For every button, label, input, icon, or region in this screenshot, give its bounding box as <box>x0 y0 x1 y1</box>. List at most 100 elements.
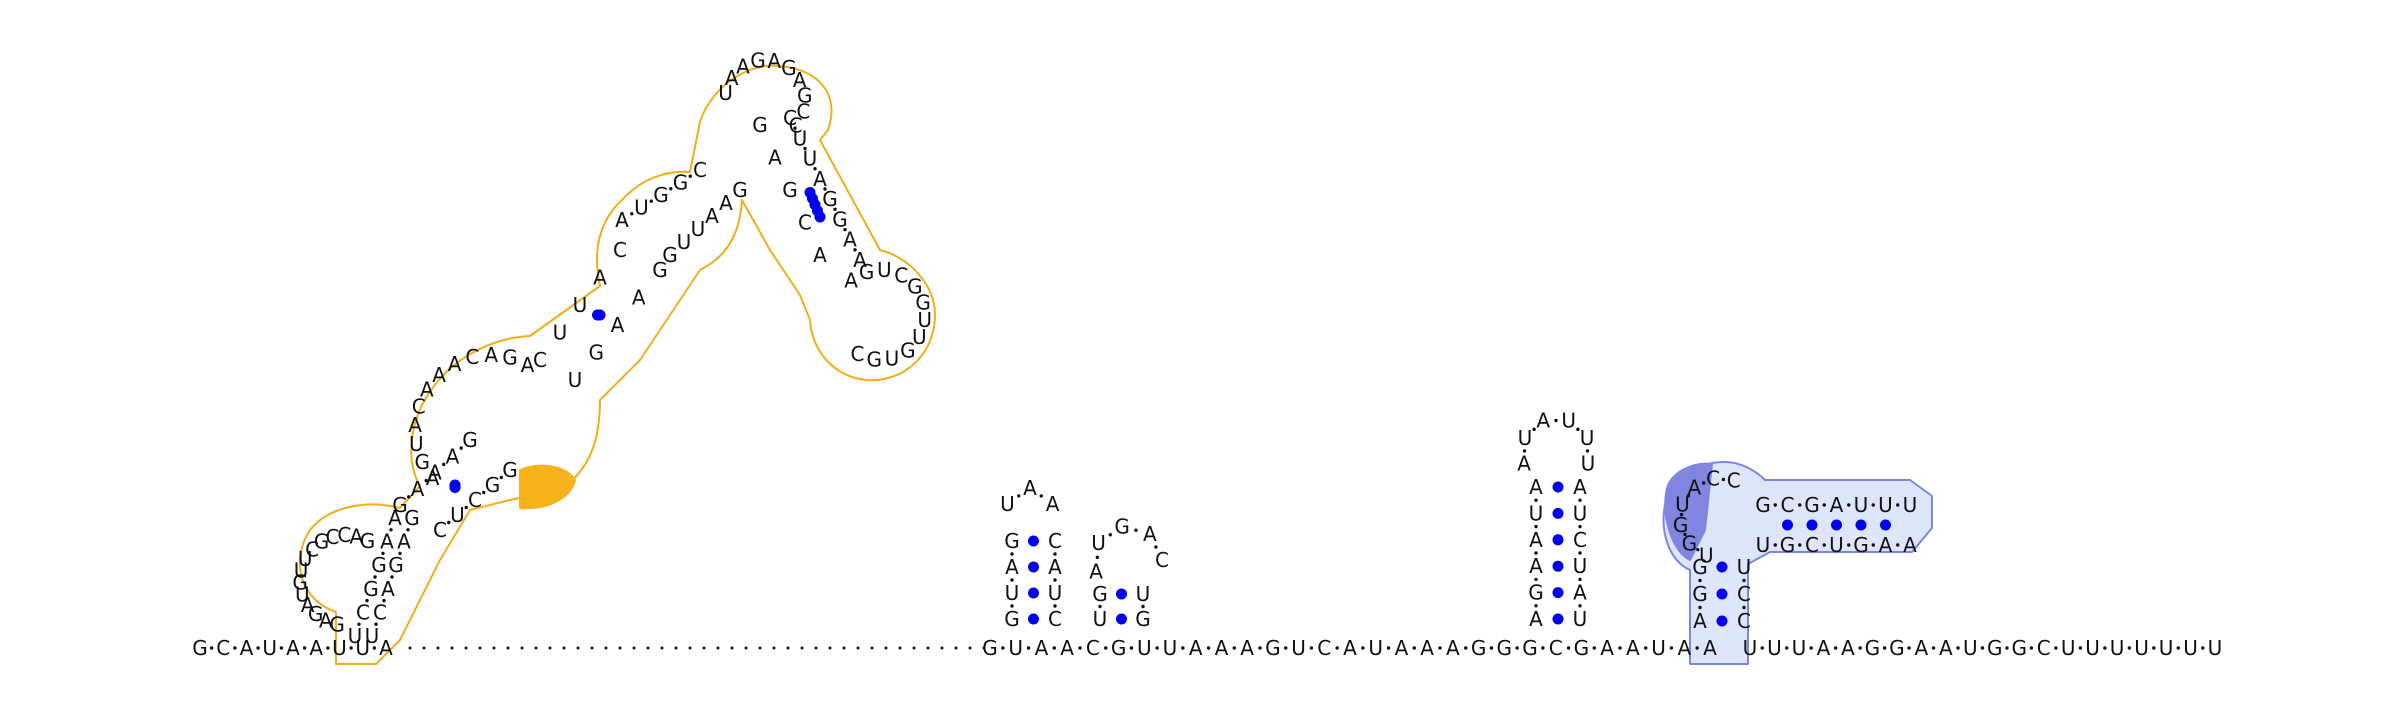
backbone-gap <box>548 646 552 650</box>
backbone-gap <box>436 646 440 650</box>
backbone-link <box>1386 646 1391 650</box>
nucleotide: C <box>337 523 351 547</box>
nucleotide: G <box>1004 529 1020 553</box>
backbone-link <box>326 646 330 650</box>
nucleotide: G <box>1865 636 1881 660</box>
nucleotide: A <box>1677 636 1691 660</box>
base-pair <box>1782 519 1793 531</box>
backbone-gap <box>716 646 720 650</box>
nucleotide: C <box>1317 636 1331 660</box>
nucleotide: A <box>379 636 393 660</box>
backbone-gap <box>618 646 622 650</box>
nucleotide: C <box>468 488 482 512</box>
nucleotide: U <box>912 325 927 349</box>
nucleotide: A <box>1046 492 1060 516</box>
nucleotide: A <box>593 266 607 290</box>
nucleotide: G <box>652 258 668 282</box>
nucleotide: C <box>412 395 426 419</box>
nucleotide: U <box>1573 554 1588 578</box>
nucleotide: U <box>1137 636 1152 660</box>
nucleotide: U <box>917 308 932 332</box>
backbone-gap <box>744 646 748 650</box>
nucleotide: C <box>533 348 547 372</box>
nucleotide: A <box>615 208 629 232</box>
backbone-gap <box>422 646 426 650</box>
nucleotide: U <box>1136 582 1151 606</box>
nucleotide: G <box>502 346 518 370</box>
base-pair <box>1028 613 1039 625</box>
nucleotide: A <box>1903 533 1917 557</box>
nucleotide: U <box>1756 533 1771 557</box>
backbone-link <box>382 598 386 603</box>
nucleotide: G <box>832 207 848 231</box>
backbone-link <box>1309 646 1314 650</box>
backbone-link <box>373 575 377 579</box>
nucleotide: G <box>750 49 766 73</box>
nucleotide: G <box>1135 607 1151 631</box>
backbone-link <box>372 646 377 650</box>
nucleotide: C <box>1549 636 1563 660</box>
nucleotide: U <box>1573 607 1588 631</box>
backbone-gap <box>464 646 468 650</box>
backbone-link <box>1585 449 1590 453</box>
backbone-link <box>1578 604 1582 608</box>
backbone-link <box>1522 449 1527 453</box>
nucleotide: G <box>1574 636 1590 660</box>
backbone-gap <box>660 646 664 650</box>
backbone-link <box>1489 646 1494 650</box>
nucleotide: U <box>1005 581 1020 605</box>
backbone-gap <box>590 646 594 650</box>
nucleotide: U <box>2110 636 2125 660</box>
backbone-link <box>1669 646 1674 650</box>
nucleotide: A <box>1914 636 1928 660</box>
backbone-gap <box>884 646 888 650</box>
backbone-gap <box>450 646 454 650</box>
base-pair <box>1831 519 1842 531</box>
nucleotide: U <box>1093 607 1108 631</box>
nucleotide: U <box>1903 493 1918 517</box>
nucleotide: A <box>1529 475 1543 499</box>
backbone-link <box>407 495 411 499</box>
nucleotide: G <box>462 428 478 452</box>
nucleotide: A <box>286 636 300 660</box>
backbone-link <box>2201 646 2205 650</box>
backbone-link <box>1464 646 1468 650</box>
nucleotide: U <box>1743 636 1758 660</box>
backbone-link <box>1534 551 1538 555</box>
backbone-link <box>1644 646 1648 650</box>
nucleotide: U <box>262 636 277 660</box>
base-pair <box>1716 588 1728 600</box>
nucleotide: G <box>673 171 689 195</box>
backbone-link <box>1532 427 1536 432</box>
nucleotide: A <box>397 530 411 554</box>
nucleotide: U <box>2183 636 2198 660</box>
backbone-link <box>1154 545 1158 549</box>
backbone-link <box>1858 646 1862 650</box>
backbone-link <box>823 187 827 191</box>
backbone-link <box>1098 604 1102 609</box>
nucleotide: U <box>1963 636 1978 660</box>
backbone-link <box>482 490 486 495</box>
nucleotide: A <box>793 68 807 92</box>
nucleotide: U <box>1792 636 1807 660</box>
backbone-link <box>1412 646 1416 650</box>
nucleotide: C <box>1573 528 1587 552</box>
nucleotide: G <box>662 243 678 267</box>
backbone-link <box>233 646 237 650</box>
nucleotide: U <box>1878 493 1893 517</box>
backbone-gap <box>856 646 860 650</box>
backbone-link <box>374 622 378 626</box>
backbone-link <box>793 126 797 130</box>
nucleotide: C <box>1805 533 1819 557</box>
nucleotide: G <box>392 493 408 517</box>
nucleotide: G <box>915 290 931 314</box>
backbone-link <box>1798 503 1802 507</box>
backbone-link <box>1686 494 1691 498</box>
nucleotide: C <box>796 99 810 123</box>
nucleotide: A <box>380 530 394 554</box>
nucleotide: G <box>1471 636 1487 660</box>
backbone-gap <box>926 646 930 650</box>
nucleotide: A <box>813 243 827 267</box>
